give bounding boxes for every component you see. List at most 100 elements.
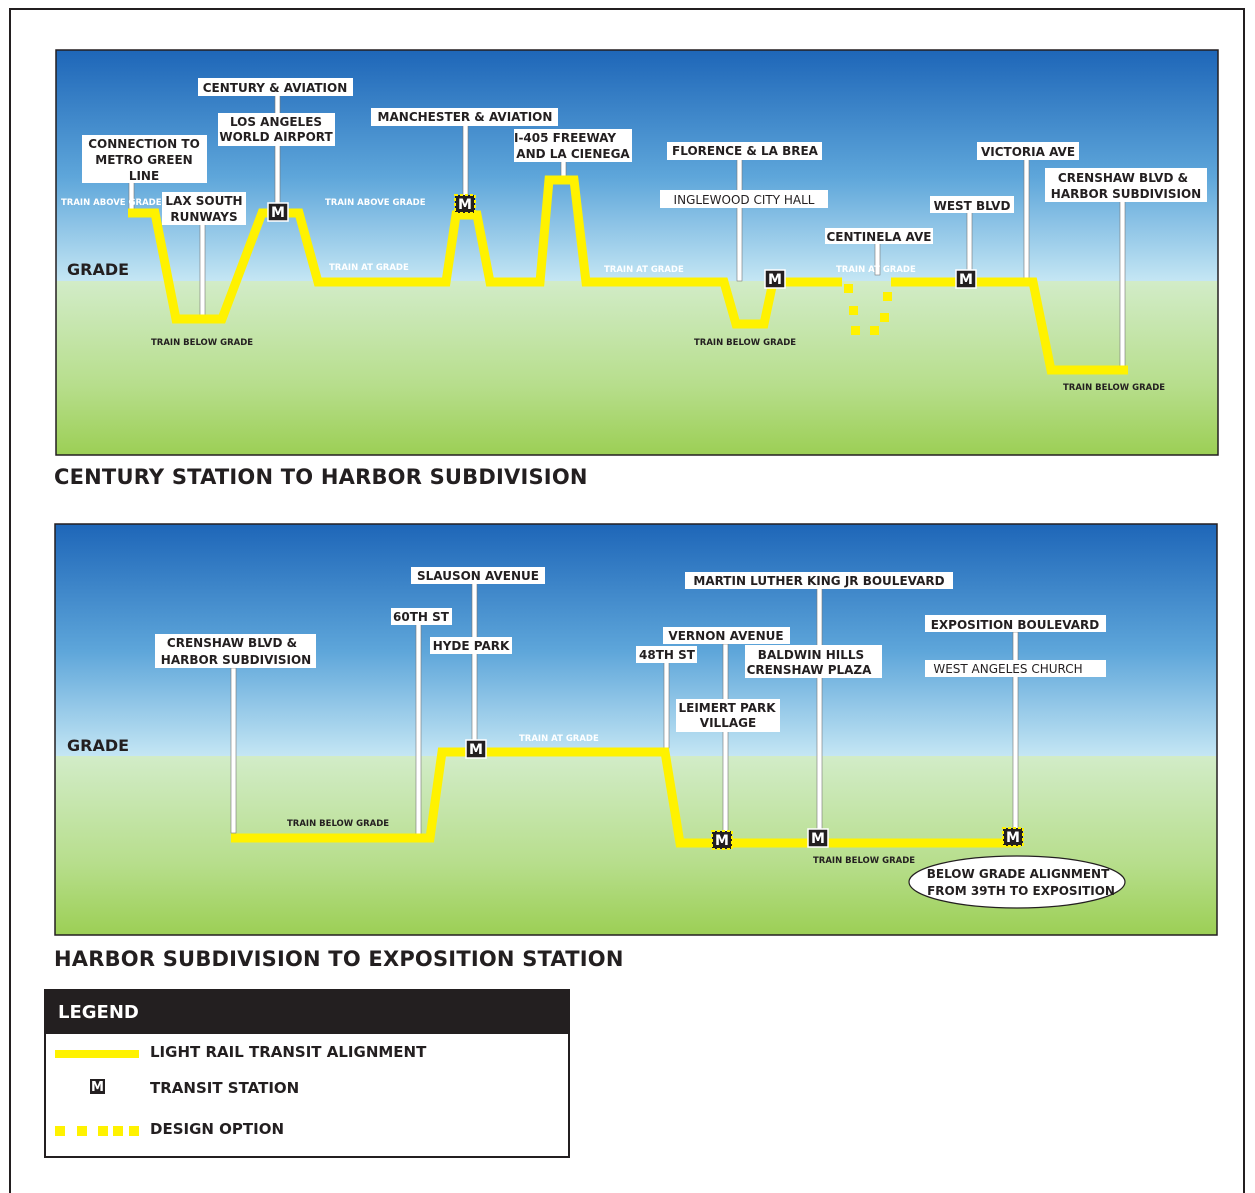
legend-item: LIGHT RAIL TRANSIT ALIGNMENT — [46, 1038, 568, 1068]
svg-text:M: M — [768, 272, 782, 288]
callout-lax-world-airport: LOS ANGELES WORLD AIRPORT — [218, 113, 335, 146]
alignment-diagram: GRADE M — [54, 49, 1219, 936]
callout-crenshaw-harbor: CRENSHAW BLVD & HARBOR SUBDIVISION — [1045, 168, 1207, 202]
legend-item-label: LIGHT RAIL TRANSIT ALIGNMENT — [150, 1043, 427, 1061]
panel-title: CENTURY STATION TO HARBOR SUBDIVISION — [54, 465, 588, 489]
panel-title: HARBOR SUBDIVISION TO EXPOSITION STATION — [54, 947, 624, 971]
svg-text:CRENSHAW BLVD &: CRENSHAW BLVD & — [167, 636, 297, 650]
svg-text:INGLEWOOD CITY HALL: INGLEWOOD CITY HALL — [674, 193, 815, 207]
svg-text:VILLAGE: VILLAGE — [700, 716, 756, 730]
ground-band — [55, 756, 1217, 935]
svg-text:M: M — [715, 833, 729, 849]
svg-text:LOS ANGELES: LOS ANGELES — [230, 115, 322, 129]
station-marker-design-option: M — [711, 830, 733, 850]
legend-item: DESIGN OPTION — [46, 1115, 568, 1145]
legend-item: M TRANSIT STATION — [46, 1074, 568, 1104]
callout-mlk-blvd: MARTIN LUTHER KING JR BOULEVARD — [685, 572, 953, 589]
svg-text:M: M — [959, 272, 973, 288]
svg-text:CONNECTION TO: CONNECTION TO — [88, 137, 200, 151]
callout-below-grade-alignment: BELOW GRADE ALIGNMENT FROM 39TH TO EXPOS… — [908, 855, 1126, 909]
svg-text:CRENSHAW PLAZA: CRENSHAW PLAZA — [747, 663, 873, 677]
svg-text:WEST BLVD: WEST BLVD — [934, 199, 1011, 213]
svg-text:M: M — [469, 742, 483, 758]
note-train-below-grade: TRAIN BELOW GRADE — [287, 819, 389, 829]
callout-victoria-ave: VICTORIA AVE — [977, 142, 1079, 160]
svg-text:FLORENCE & LA BREA: FLORENCE & LA BREA — [672, 144, 819, 158]
callout-west-blvd: WEST BLVD — [930, 196, 1014, 213]
svg-text:M: M — [271, 205, 285, 221]
callout-48th-st: 48TH ST — [636, 646, 697, 663]
svg-text:HYDE PARK: HYDE PARK — [433, 639, 510, 653]
panel-1: GRADE M — [55, 49, 1219, 456]
callout-60th-st: 60TH ST — [391, 608, 452, 625]
note-train-at-grade: TRAIN AT GRADE — [604, 265, 684, 275]
svg-text:EXPOSITION BOULEVARD: EXPOSITION BOULEVARD — [931, 618, 1100, 632]
station-marker: M — [465, 739, 487, 759]
panel-border — [54, 523, 1218, 936]
callout-west-angeles-church: WEST ANGELES CHURCH — [925, 660, 1106, 677]
svg-text:HARBOR SUBDIVISION: HARBOR SUBDIVISION — [161, 653, 311, 667]
note-train-above-grade: TRAIN ABOVE GRADE — [61, 198, 162, 208]
svg-text:VICTORIA AVE: VICTORIA AVE — [981, 145, 1075, 159]
svg-text:MARTIN LUTHER KING JR BOULEVAR: MARTIN LUTHER KING JR BOULEVARD — [693, 574, 944, 588]
station-marker-design-option: M — [1002, 827, 1024, 847]
callout-connection-green-line: CONNECTION TO METRO GREEN LINE — [82, 135, 207, 183]
callout-i405-la-cienega: I-405 FREEWAY AND LA CIENEGA — [514, 129, 632, 162]
station-marker: M — [764, 269, 786, 289]
callout-inglewood-city-hall: INGLEWOOD CITY HALL — [660, 190, 828, 208]
callout-exposition-blvd: EXPOSITION BOULEVARD — [925, 615, 1106, 632]
callout-baldwin-hills: BALDWIN HILLS CRENSHAW PLAZA — [745, 645, 882, 678]
callout-leimert-park: LEIMERT PARK VILLAGE — [676, 699, 780, 732]
legend-item-label: TRANSIT STATION — [150, 1079, 300, 1097]
svg-text:48TH ST: 48TH ST — [639, 648, 696, 662]
note-train-below-grade: TRAIN BELOW GRADE — [1063, 383, 1165, 393]
station-marker-design-option: M — [454, 194, 476, 214]
callout-florence-la-brea: FLORENCE & LA BREA — [667, 142, 822, 160]
station-marker: M — [267, 202, 289, 222]
m-marker-icon: M — [89, 1078, 106, 1095]
callout-manchester-aviation: MANCHESTER & AVIATION — [371, 108, 558, 126]
grade-label: GRADE — [67, 736, 129, 755]
panel-border — [55, 49, 1219, 456]
callout-vernon-ave: VERNON AVENUE — [663, 627, 790, 644]
station-marker: M — [807, 828, 829, 848]
note-train-below-grade: TRAIN BELOW GRADE — [694, 338, 796, 348]
svg-text:WORLD AIRPORT: WORLD AIRPORT — [219, 130, 333, 144]
svg-text:LAX SOUTH: LAX SOUTH — [165, 194, 242, 208]
legend: LEGEND LIGHT RAIL TRANSIT ALIGNMENT M TR… — [44, 989, 570, 1158]
yellow-line-icon — [55, 1050, 139, 1058]
svg-text:LINE: LINE — [129, 169, 159, 183]
svg-text:AND LA CIENEGA: AND LA CIENEGA — [516, 147, 630, 161]
svg-text:I-405 FREEWAY: I-405 FREEWAY — [514, 131, 616, 145]
callout-slauson-ave: SLAUSON AVENUE — [411, 567, 545, 584]
note-train-below-grade: TRAIN BELOW GRADE — [813, 856, 915, 866]
grade-label: GRADE — [67, 260, 129, 279]
svg-text:HARBOR SUBDIVISION: HARBOR SUBDIVISION — [1051, 187, 1201, 201]
svg-text:MANCHESTER & AVIATION: MANCHESTER & AVIATION — [378, 110, 553, 124]
svg-text:FROM 39TH TO EXPOSITION: FROM 39TH TO EXPOSITION — [927, 884, 1115, 898]
svg-text:BALDWIN HILLS: BALDWIN HILLS — [758, 648, 864, 662]
svg-text:CENTINELA AVE: CENTINELA AVE — [826, 230, 931, 244]
svg-text:M: M — [1006, 830, 1020, 846]
yellow-dots-icon — [55, 1126, 175, 1136]
alignment-line — [231, 747, 1020, 848]
station-marker: M — [955, 269, 977, 289]
svg-text:METRO GREEN: METRO GREEN — [95, 153, 192, 167]
panel-2: GRADE M M M M — [54, 523, 1218, 936]
callout-centinela-ave: CENTINELA AVE — [825, 228, 933, 244]
callout-hyde-park: HYDE PARK — [430, 637, 512, 654]
svg-text:M: M — [811, 831, 825, 847]
callout-century-aviation: CENTURY & AVIATION — [198, 78, 353, 96]
note-train-at-grade: TRAIN AT GRADE — [836, 265, 916, 275]
svg-text:CENTURY & AVIATION: CENTURY & AVIATION — [203, 81, 348, 95]
note-train-at-grade: TRAIN AT GRADE — [519, 734, 599, 744]
svg-text:CRENSHAW BLVD &: CRENSHAW BLVD & — [1058, 171, 1188, 185]
page-frame — [9, 8, 1245, 1193]
legend-title: LEGEND — [46, 991, 568, 1034]
svg-text:SLAUSON AVENUE: SLAUSON AVENUE — [417, 569, 539, 583]
svg-text:BELOW GRADE ALIGNMENT: BELOW GRADE ALIGNMENT — [927, 867, 1110, 881]
legend-item-label: DESIGN OPTION — [150, 1120, 285, 1138]
svg-text:M: M — [458, 197, 472, 213]
note-train-above-grade: TRAIN ABOVE GRADE — [325, 198, 426, 208]
design-option-dots — [844, 284, 892, 335]
